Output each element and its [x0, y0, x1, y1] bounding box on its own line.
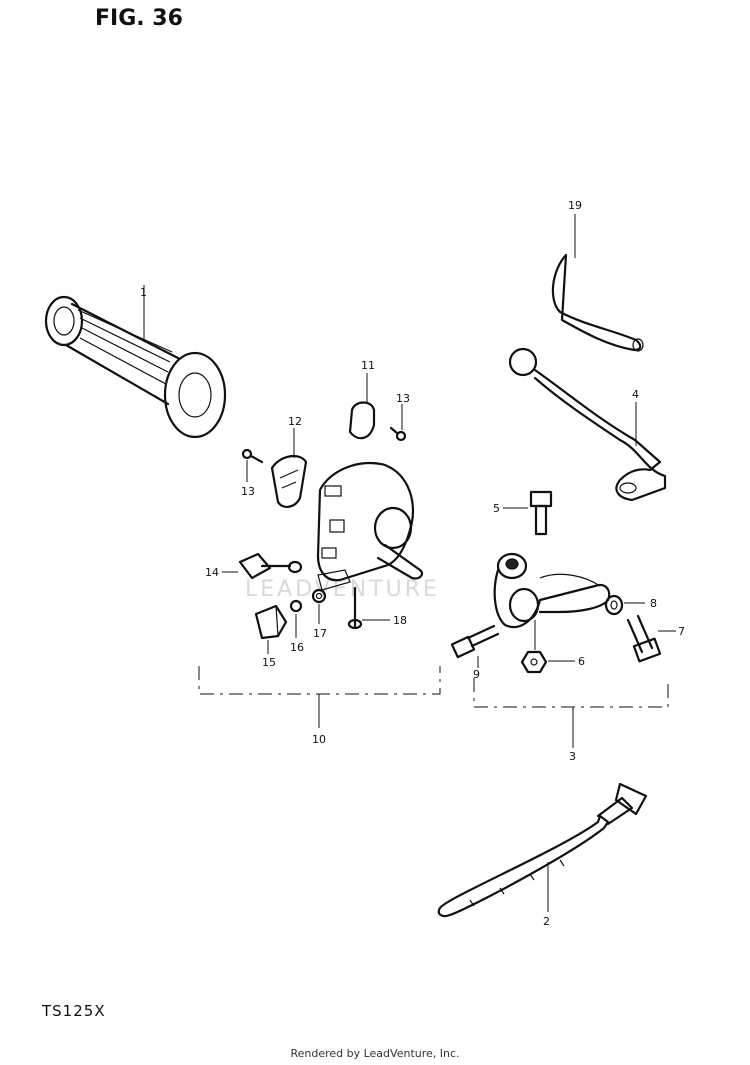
spring-17-part[interactable]: [311, 588, 327, 604]
callout-9: 9: [473, 668, 480, 681]
callout-8: 8: [650, 597, 657, 610]
callout-3: 3: [569, 750, 576, 763]
callout-14: 14: [205, 566, 219, 579]
cap-11-part[interactable]: [348, 401, 376, 440]
bolt-9-part[interactable]: [450, 624, 500, 659]
callout-6: 6: [578, 655, 585, 668]
cover-12-part[interactable]: [270, 454, 308, 508]
callout-5: 5: [493, 502, 500, 515]
figure-title: FIG. 36: [95, 6, 183, 31]
callout-4: 4: [632, 388, 639, 401]
screw-16-part[interactable]: [289, 599, 303, 613]
callout-7: 7: [678, 625, 685, 638]
knob-15-part[interactable]: [254, 604, 288, 640]
bolt-7-part[interactable]: [626, 614, 662, 663]
callout-1: 1: [140, 286, 147, 299]
switch-housing-part[interactable]: [316, 461, 424, 591]
callout-19: 19: [568, 199, 582, 212]
lever-part[interactable]: [508, 347, 667, 502]
callout-2: 2: [543, 915, 550, 928]
callout-18: 18: [393, 614, 407, 627]
callout-13a: 13: [241, 485, 255, 498]
watermark: LEADVENTURE: [245, 577, 440, 602]
callout-11: 11: [361, 359, 375, 372]
grip-part[interactable]: [44, 295, 227, 439]
nut-part[interactable]: [520, 650, 548, 674]
callout-17: 17: [313, 627, 327, 640]
callout-13b: 13: [396, 392, 410, 405]
screw-18-part[interactable]: [347, 586, 363, 630]
screw-13a-part[interactable]: [241, 448, 264, 464]
callout-12: 12: [288, 415, 302, 428]
model-code: TS125X: [42, 1002, 106, 1020]
callout-10: 10: [312, 733, 326, 746]
washer-part[interactable]: [604, 594, 624, 616]
band-part[interactable]: [437, 782, 648, 918]
lever-holder-part[interactable]: [493, 552, 611, 628]
lever-cover-part[interactable]: [551, 253, 644, 352]
callout-16: 16: [290, 641, 304, 654]
callout-15: 15: [262, 656, 276, 669]
lever-bolt-part[interactable]: [529, 490, 553, 536]
footer-credit: Rendered by LeadVenture, Inc.: [290, 1047, 460, 1060]
switch-14-part[interactable]: [238, 552, 303, 580]
screw-13b-part[interactable]: [389, 426, 407, 442]
